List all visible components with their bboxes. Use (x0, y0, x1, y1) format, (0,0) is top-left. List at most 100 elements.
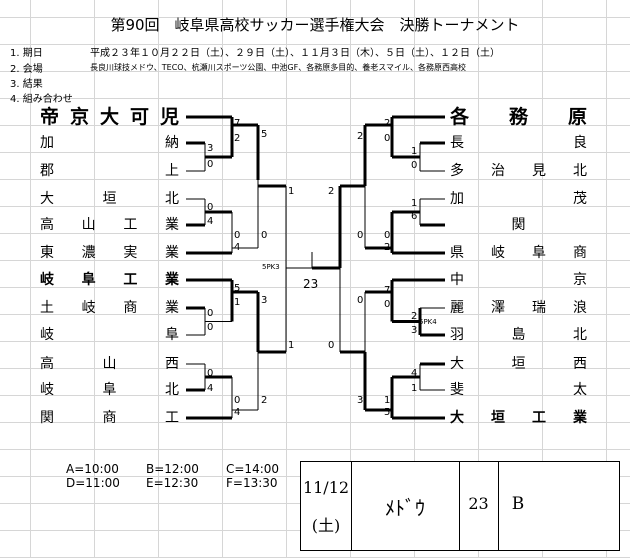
right-team-10: 大垣西 (450, 352, 588, 376)
score: 0 (234, 395, 241, 406)
score: 2 (384, 242, 391, 253)
score: 0 (411, 160, 418, 171)
score: 7 (384, 285, 391, 296)
left-team-5: 高山工業 (40, 213, 180, 237)
team-name-char: 郡 (40, 163, 54, 179)
team-name-char: 実 (123, 245, 138, 261)
score: 1 (288, 340, 295, 351)
team-name-char: 斐 (450, 382, 464, 398)
score: 0 (328, 340, 335, 351)
team-name-char: 瑞 (532, 300, 546, 316)
score: 1 (234, 297, 241, 308)
team-name-char: 垣 (511, 356, 526, 372)
team-name-char: 土 (40, 300, 54, 316)
team-name-char: 大 (450, 410, 464, 426)
score: 3 (357, 395, 364, 406)
right-team-11: 斐太 (450, 378, 588, 402)
team-name-char: 工 (165, 410, 179, 426)
venue-value: 長良川球技メドウ、TECO、杭瀬川スポーツ公園、中池GF、各務原多目的、養老スマ… (90, 63, 466, 72)
time-f: F=13:30 (226, 476, 278, 490)
score: 0 (384, 230, 391, 241)
left-team-7: 岐阜工業 (40, 268, 180, 292)
right-team-6: 県岐阜商 (450, 241, 588, 265)
right-team-5: 関 (450, 213, 588, 237)
team-name-char: 阜 (102, 382, 117, 398)
team-name-char: 納 (165, 135, 179, 151)
time-c: C=14:00 (226, 462, 280, 476)
team-name-char: 阜 (81, 272, 96, 288)
right-team-7: 中京 (450, 268, 588, 292)
score: 7 (234, 118, 241, 129)
team-name-char: 工 (123, 217, 138, 233)
score: 1 (384, 395, 391, 406)
period-value: 平成２３年１０月２２日（土）、２９日（土）、１１月３日（木）、５日（土）、１２日… (90, 48, 500, 59)
score: 1 (411, 146, 418, 157)
team-name-char: 麗 (450, 300, 464, 316)
team-name-char: 岐 (81, 300, 96, 316)
team-name-char: 阜 (165, 327, 179, 343)
team-name-char: 垣 (491, 410, 505, 426)
score: 0 (207, 308, 214, 319)
team-name-char: 中 (450, 272, 464, 288)
result-label: 3. 結果 (10, 79, 43, 90)
team-name-char: 岐 (40, 382, 54, 398)
team-name-char: 県 (450, 245, 464, 261)
team-name-char: 各 (450, 106, 470, 128)
team-name-char: 児 (160, 106, 180, 128)
left-team-4: 大垣北 (40, 187, 180, 211)
final-match-box: 11/12 (土) ﾒﾄﾞｳ 23 B (300, 461, 620, 551)
score: 2 (411, 311, 418, 322)
score: 0 (384, 133, 391, 144)
final-time-code: B (511, 494, 525, 514)
score: 5 (261, 129, 268, 140)
left-team-1: 帝京大可児 (40, 105, 180, 129)
team-name-char: 太 (573, 382, 587, 398)
pk-label-left: 5PK3 (262, 263, 280, 271)
team-name-char: 北 (573, 163, 587, 179)
left-team-8: 土岐商業 (40, 296, 180, 320)
score: 0 (384, 299, 391, 310)
team-name-char: 関 (40, 410, 54, 426)
team-name-char: 島 (511, 327, 526, 343)
score: 3 (411, 325, 418, 336)
score: 0 (357, 230, 364, 241)
team-name-char: 商 (123, 300, 138, 316)
right-team-4: 加茂 (450, 187, 588, 211)
team-name-char: 垣 (102, 191, 117, 207)
left-team-2: 加納 (40, 131, 180, 155)
team-name-char: 商 (573, 245, 587, 261)
team-name-char: 工 (123, 272, 138, 288)
score: 1 (411, 198, 418, 209)
team-name-char: 山 (102, 356, 117, 372)
team-name-char: 業 (573, 410, 587, 426)
team-name-char: 濃 (81, 245, 96, 261)
score: 2 (234, 133, 241, 144)
page-title: 第90回 岐阜県高校サッカー選手権大会 決勝トーナメント (110, 16, 520, 34)
score: 4 (207, 383, 214, 394)
final-date: 11/12 (302, 478, 350, 497)
right-team-8: 麗澤瑞浪 (450, 296, 588, 320)
team-name-char: 岐 (491, 245, 505, 261)
team-name-char: 西 (573, 356, 587, 372)
left-team-6: 東濃実業 (40, 241, 180, 265)
team-name-char: 澤 (491, 300, 505, 316)
team-name-char: 京 (573, 272, 587, 288)
time-b: B=12:00 (146, 462, 199, 476)
team-name-char: 上 (165, 163, 179, 179)
team-name-char: 山 (81, 217, 96, 233)
team-name-char: 原 (568, 106, 588, 128)
team-name-char: 可 (130, 106, 150, 128)
time-d: D=11:00 (66, 476, 120, 490)
score: 3 (261, 295, 268, 306)
right-team-12: 大垣工業 (450, 406, 588, 430)
team-name-char: 茂 (573, 191, 587, 207)
team-name-char: 多 (450, 163, 464, 179)
team-name-char: 帝 (40, 106, 60, 128)
score: 0 (207, 322, 214, 333)
score: 0 (207, 368, 214, 379)
team-name-char: 関 (511, 217, 526, 233)
score: 0 (207, 159, 214, 170)
team-name-char: 業 (165, 245, 179, 261)
team-name-char: 岐 (40, 327, 54, 343)
left-team-9: 岐阜 (40, 323, 180, 347)
